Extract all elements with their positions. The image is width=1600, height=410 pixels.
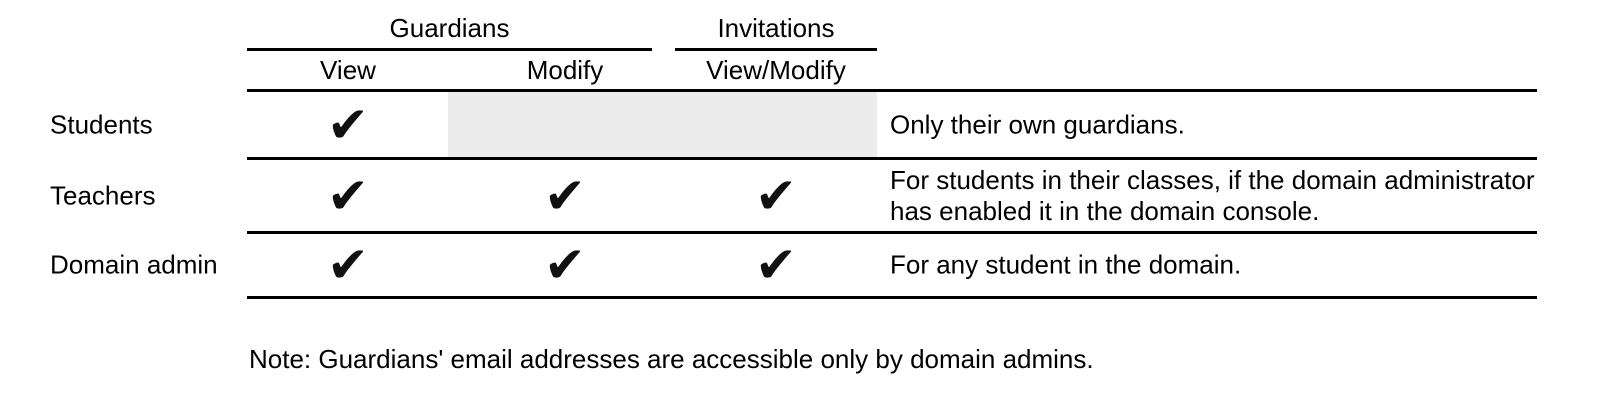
column-group-guardians: Guardians bbox=[389, 13, 510, 43]
note-students: Only their own guardians. bbox=[890, 109, 1185, 139]
cell-teachers-guardians-modify: ✔ bbox=[448, 160, 682, 231]
cell-teachers-invitations: ✔ bbox=[675, 160, 877, 231]
table-row-domain-admin: Domain admin ✔ ✔ ✔ For any student in th… bbox=[0, 234, 1600, 296]
column-group-invitations: Invitations bbox=[717, 13, 835, 43]
row-label-teachers: Teachers bbox=[50, 180, 156, 210]
guardians-underline bbox=[247, 48, 652, 51]
note-domain-admin: For any student in the domain. bbox=[890, 249, 1242, 280]
table-row-students: Students ✔ Only their own guardians. bbox=[0, 92, 1600, 157]
check-icon: ✔ bbox=[327, 166, 369, 225]
row-label-students: Students bbox=[50, 109, 153, 139]
row-label-domain-admin: Domain admin bbox=[50, 249, 218, 280]
table-row-teachers: Teachers ✔ ✔ ✔ For students in their cla… bbox=[0, 160, 1600, 231]
note-teachers: For students in their classes, if the do… bbox=[890, 164, 1535, 226]
cell-students-guardians-view: ✔ bbox=[248, 92, 448, 157]
column-header-modify: Modify bbox=[526, 55, 604, 85]
check-icon: ✔ bbox=[755, 166, 797, 225]
header-divider bbox=[247, 89, 1537, 92]
column-header-view-modify: View/Modify bbox=[706, 55, 846, 85]
cell-admin-invitations: ✔ bbox=[675, 234, 877, 296]
cell-teachers-guardians-view: ✔ bbox=[248, 160, 448, 231]
invitations-underline bbox=[675, 48, 877, 51]
row-divider bbox=[247, 157, 1537, 160]
cell-admin-guardians-modify: ✔ bbox=[448, 234, 682, 296]
check-icon: ✔ bbox=[755, 236, 797, 294]
footnote: Note: Guardians' email addresses are acc… bbox=[249, 344, 1094, 374]
column-header-view: View bbox=[320, 55, 376, 85]
row-divider bbox=[247, 231, 1537, 234]
check-icon: ✔ bbox=[544, 236, 586, 294]
check-icon: ✔ bbox=[327, 236, 369, 294]
cell-admin-guardians-view: ✔ bbox=[248, 234, 448, 296]
check-icon: ✔ bbox=[327, 95, 369, 154]
disabled-cells-highlight bbox=[448, 92, 877, 157]
table-bottom-divider bbox=[247, 296, 1537, 299]
check-icon: ✔ bbox=[544, 166, 586, 225]
cell-students-invitations bbox=[675, 92, 877, 157]
cell-students-guardians-modify bbox=[448, 92, 682, 157]
